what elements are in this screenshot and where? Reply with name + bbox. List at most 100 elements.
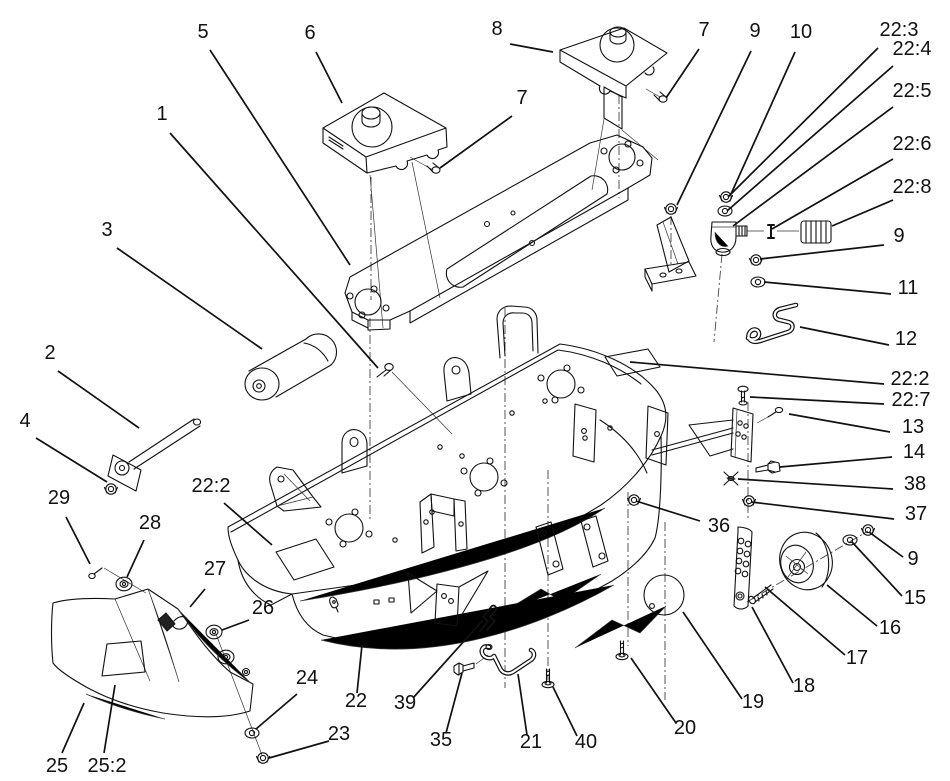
- leader-line-1: [169, 132, 379, 369]
- callout-label-9: 9: [893, 225, 904, 247]
- callout-label-13: 13: [902, 416, 924, 438]
- leader-line-21: [517, 673, 528, 736]
- leader-line-28: [126, 539, 145, 578]
- leader-line-7: [665, 48, 700, 99]
- callout-label-22:6: 22:6: [893, 133, 932, 155]
- callout-label-6: 6: [304, 22, 315, 44]
- hose-fittings-drawing: [710, 191, 832, 288]
- callout-label-1: 1: [156, 103, 167, 125]
- leader-line-8: [509, 43, 554, 53]
- nut-4-drawing: [103, 483, 119, 495]
- leader-line-11: [763, 281, 892, 295]
- callout-label-29: 29: [48, 487, 70, 509]
- leader-line-37: [750, 501, 895, 520]
- leader-line-3: [116, 247, 263, 350]
- leader-line-18: [751, 606, 794, 684]
- callout-label-23: 23: [328, 723, 350, 745]
- callout-label-15: 15: [904, 587, 926, 609]
- leader-line-39: [412, 619, 484, 699]
- callout-label-22:5: 22:5: [893, 80, 932, 102]
- leader-line-5: [209, 49, 351, 266]
- callout-label-27: 27: [204, 558, 226, 580]
- callout-label-39: 39: [394, 692, 416, 714]
- deflector-fasteners-drawing: [88, 567, 271, 764]
- callout-label-8: 8: [491, 18, 502, 40]
- leader-line-14: [779, 456, 893, 468]
- leader-line-20: [630, 657, 677, 724]
- callout-label-5: 5: [197, 21, 208, 43]
- callout-label-35: 35: [430, 729, 452, 751]
- callout-label-7: 7: [698, 19, 709, 41]
- right-hanger-drawing: [651, 385, 784, 507]
- leader-line-22:7: [749, 396, 885, 405]
- roller-drawing: [244, 333, 338, 401]
- deflector-drawing: [50, 588, 254, 720]
- leader-line-36: [635, 500, 701, 522]
- leader-line-22:5: [732, 106, 894, 227]
- leader-line-22:8: [831, 199, 894, 227]
- leader-line-40: [552, 686, 578, 737]
- callout-label-36: 36: [708, 515, 730, 537]
- callout-label-18: 18: [793, 675, 815, 697]
- callout-label-24: 24: [296, 667, 318, 689]
- leader-line-22:2: [629, 361, 885, 385]
- leader-line-22:2: [223, 502, 273, 546]
- screw-7-top-drawing: [653, 91, 668, 103]
- callout-label-22:4: 22:4: [893, 38, 932, 60]
- leader-line-24: [255, 693, 298, 730]
- callout-label-2: 2: [44, 342, 55, 364]
- leader-line-9: [759, 244, 885, 260]
- underside-hardware-drawing: [453, 494, 685, 689]
- leader-line-17: [764, 586, 846, 656]
- leader-line-25:2: [103, 684, 116, 754]
- callout-label-20: 20: [674, 717, 696, 739]
- leader-line-22:3: [727, 47, 879, 198]
- callout-label-10: 10: [790, 21, 812, 43]
- callout-label-19: 19: [742, 691, 764, 713]
- callout-label-17: 17: [846, 647, 868, 669]
- leader-line-9: [676, 50, 752, 206]
- belt-cover-left-drawing: [322, 92, 448, 174]
- leader-line-23: [268, 740, 330, 759]
- callout-label-3: 3: [101, 219, 112, 241]
- leader-line-13: [788, 413, 891, 433]
- leader-line-9: [868, 531, 904, 558]
- callout-label-21: 21: [520, 731, 542, 753]
- callout-label-37: 37: [905, 503, 927, 525]
- leader-line-27: [189, 588, 206, 608]
- leader-line-2: [57, 370, 140, 429]
- top-plate-drawing: [344, 134, 653, 331]
- callout-label-4: 4: [19, 410, 30, 432]
- callout-label-25:2: 25:2: [88, 755, 127, 777]
- callout-label-25: 25: [46, 755, 68, 777]
- callout-label-14: 14: [903, 441, 925, 463]
- callout-label-28: 28: [139, 512, 161, 534]
- shaft-drawing: [107, 418, 202, 492]
- callout-label-7: 7: [516, 87, 527, 109]
- callout-label-11: 11: [898, 277, 919, 299]
- callout-label-22:3: 22:3: [880, 19, 919, 41]
- callout-label-38: 38: [904, 473, 926, 495]
- leader-line-25: [61, 702, 85, 754]
- centerlines-drawing: [369, 95, 869, 700]
- leader-line-10: [730, 51, 796, 195]
- leader-line-22:6: [771, 158, 894, 230]
- leader-line-22:4: [726, 65, 894, 212]
- height-bracket-drawing: [733, 526, 753, 610]
- leader-line-4: [35, 437, 108, 483]
- callout-label-16: 16: [879, 617, 901, 639]
- leader-line-6: [315, 51, 343, 104]
- screw-7-left-drawing: [426, 162, 441, 174]
- callout-label-22:2: 22:2: [192, 475, 231, 497]
- leader-line-29: [65, 516, 91, 565]
- callout-label-26: 26: [252, 597, 274, 619]
- callout-label-22:8: 22:8: [893, 176, 932, 198]
- belt-cover-right-drawing: [559, 26, 668, 130]
- deck-brackets-drawing: [269, 305, 669, 627]
- callout-label-22: 22: [345, 690, 367, 712]
- leader-line-38: [737, 478, 894, 490]
- s-hook-drawing: [745, 302, 799, 344]
